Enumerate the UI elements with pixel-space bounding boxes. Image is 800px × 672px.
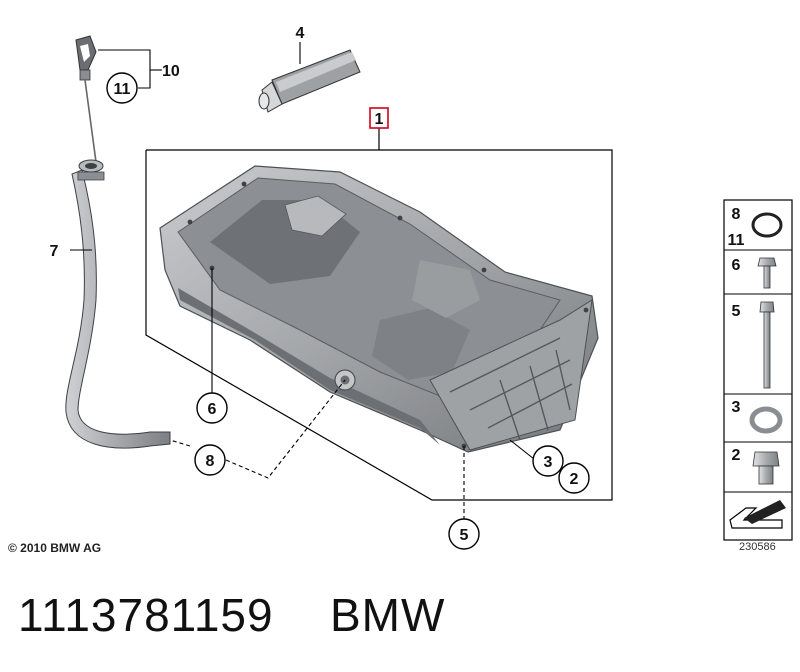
callout-10-label: 10 (162, 63, 180, 80)
side-label-3: 3 (732, 399, 741, 416)
callout-7-label: 7 (50, 243, 59, 260)
arrow-icon (729, 500, 786, 529)
sealant-tube (258, 49, 361, 113)
callout-1-box (369, 107, 389, 129)
washer-icon (749, 406, 783, 434)
callout-2-circle (558, 462, 590, 494)
copyright-text: © 2010 BMW AG (8, 541, 102, 555)
callout-1-label: 1 (375, 111, 384, 128)
callout-8-label: 8 (206, 453, 215, 470)
callout-6-label: 6 (208, 401, 217, 418)
part-number: 1113781159 (18, 589, 274, 641)
callout-11-label: 11 (114, 81, 131, 98)
callout-8-circle (194, 444, 226, 476)
guide-tube (65, 159, 171, 449)
oil-pan (159, 165, 599, 453)
side-label-2: 2 (732, 447, 741, 464)
dipstick (75, 35, 97, 163)
callout-5-label: 5 (460, 527, 469, 544)
callout-11-circle (106, 72, 138, 104)
callout-3-label: 3 (544, 454, 553, 471)
callout-6-circle (196, 392, 228, 424)
seal-ring-icon (751, 212, 783, 238)
side-label-8: 8 (732, 206, 741, 223)
side-label-11: 11 (728, 232, 745, 249)
callout-4-label: 4 (296, 25, 305, 42)
callout-3-circle (532, 445, 564, 477)
side-label-6: 6 (732, 257, 741, 274)
callout-2-label: 2 (570, 471, 579, 488)
oil-pan-frame (145, 149, 613, 501)
callout-5-circle (448, 518, 480, 550)
side-label-5: 5 (732, 303, 741, 320)
short-bolt-icon (757, 257, 777, 289)
long-bolt-icon (759, 301, 775, 389)
brand-name: BMW (330, 589, 446, 641)
drain-plug-icon (752, 451, 780, 485)
diagram-number: 230586 (739, 541, 776, 553)
side-parts-panel: 8 11 6 5 3 2 (723, 199, 793, 541)
leaders (70, 42, 535, 520)
